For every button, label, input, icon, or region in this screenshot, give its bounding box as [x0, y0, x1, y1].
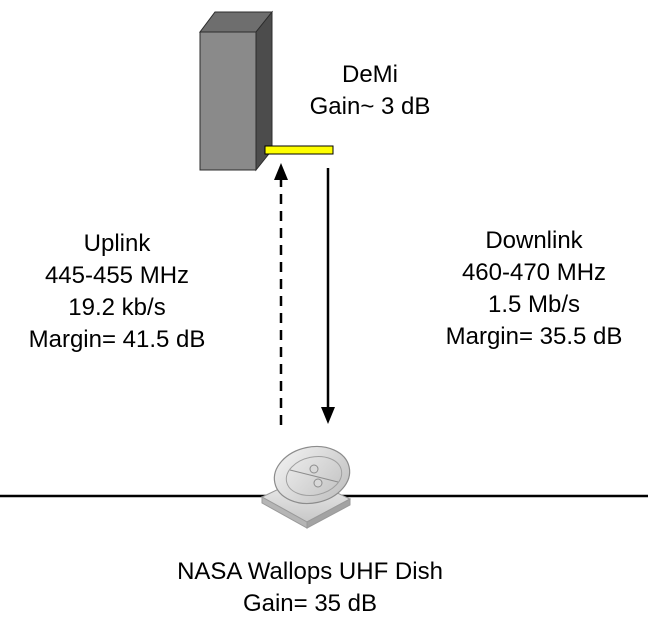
uplink-arrow [274, 163, 288, 425]
satellite-dish-icon [260, 445, 352, 529]
ground-station-gain: Gain= 35 dB [242, 590, 378, 617]
uplink-margin: Margin= 41.5 dB [28, 326, 206, 353]
downlink-frequency: 460-470 MHz [461, 259, 607, 286]
antenna-bar [264, 145, 334, 155]
satellite-gain: Gain~ 3 dB [309, 93, 431, 120]
satellite-name: DeMi [341, 61, 398, 88]
downlink-label: Downlink 460-470 MHz 1.5 Mb/s Margin= 35… [420, 225, 648, 353]
uplink-frequency: 445-455 MHz [44, 262, 190, 289]
downlink-rate: 1.5 Mb/s [487, 291, 581, 318]
ground-station-name: NASA Wallops UHF Dish [177, 558, 443, 585]
downlink-arrow [321, 168, 335, 424]
downlink-margin: Margin= 35.5 dB [445, 323, 623, 350]
uplink-title: Uplink [83, 230, 151, 257]
ground-station-label: NASA Wallops UHF Dish Gain= 35 dB [130, 556, 490, 620]
downlink-title: Downlink [485, 227, 583, 254]
satellite-label: DeMi Gain~ 3 dB [285, 59, 455, 123]
uplink-rate: 19.2 kb/s [68, 294, 166, 321]
cubesat-icon [199, 10, 274, 172]
uplink-label: Uplink 445-455 MHz 19.2 kb/s Margin= 41.… [0, 228, 234, 356]
